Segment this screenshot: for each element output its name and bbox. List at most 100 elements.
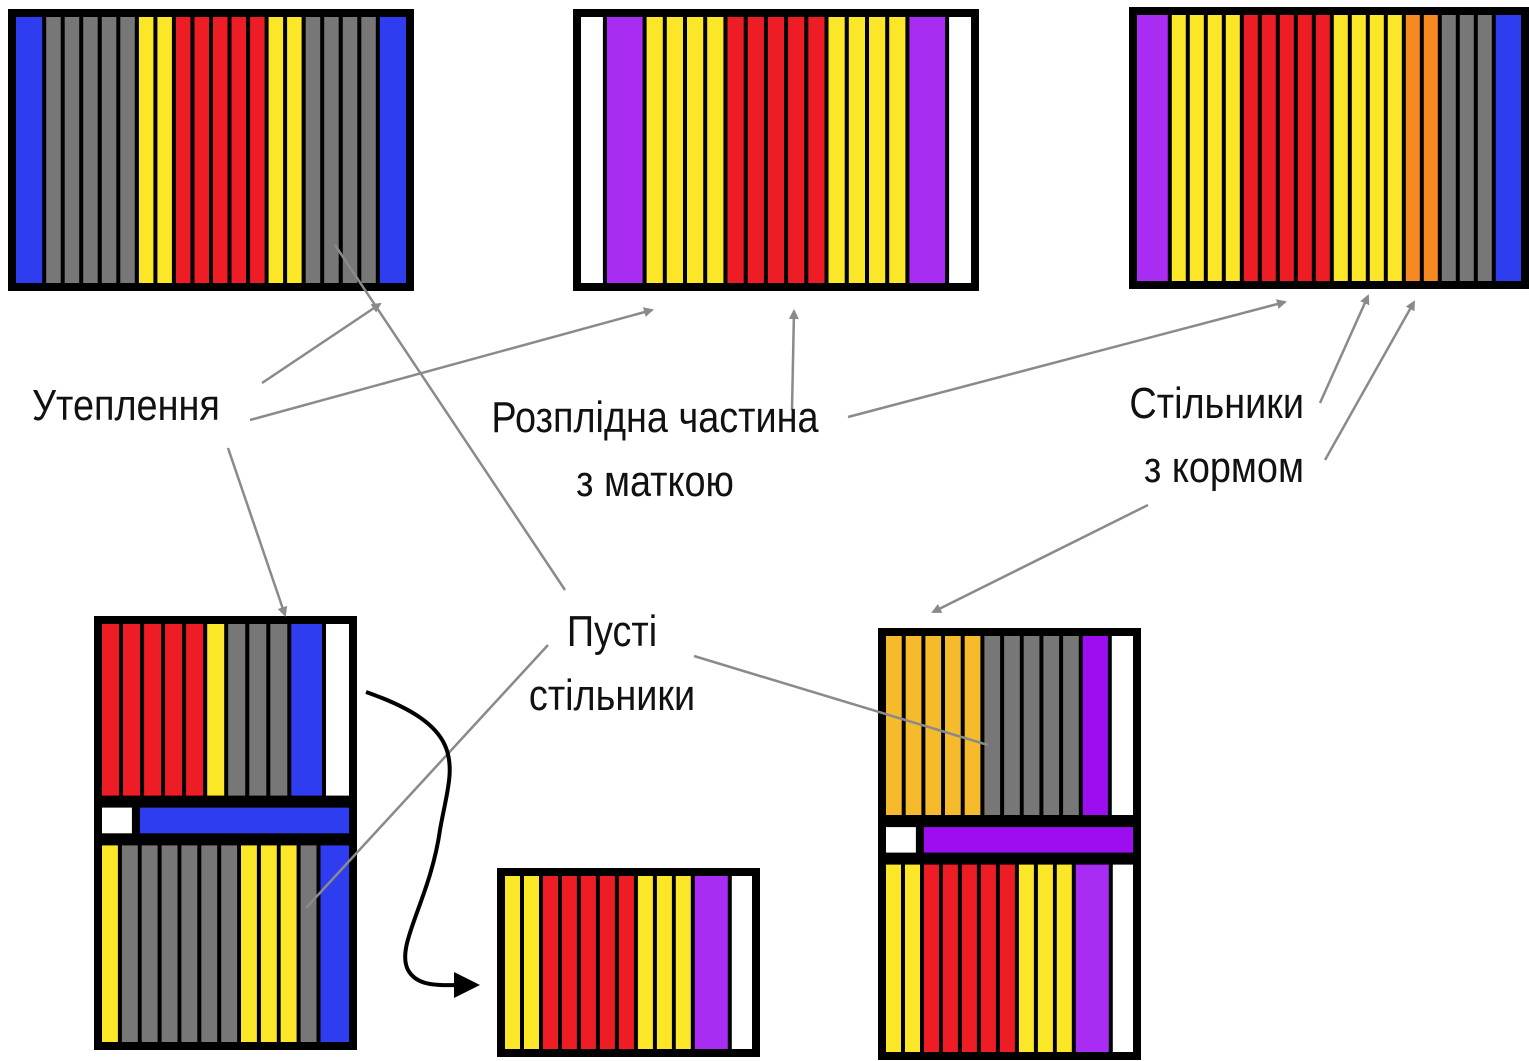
- comb-frame-gray: [342, 17, 358, 283]
- comb-frame-red: [599, 876, 615, 1049]
- comb-frame-yellow: [505, 876, 520, 1049]
- arrow-empty-to-bottom-right: [693, 654, 989, 747]
- comb-frame-yellow: [869, 17, 886, 283]
- pointer-arrows: [226, 244, 1416, 999]
- comb-frame-red: [788, 17, 805, 283]
- comb-frame-red: [980, 864, 996, 1052]
- comb-frame-yellow: [886, 864, 901, 1052]
- comb-frame-gray: [1477, 15, 1492, 281]
- comb-frame-yellow: [666, 17, 683, 283]
- comb-frame-yellow: [280, 845, 297, 1042]
- comb-frame-red: [561, 876, 577, 1049]
- comb-frame-blue: [291, 624, 322, 796]
- comb-frame-orange: [1423, 15, 1438, 281]
- comb-frame-yellow: [241, 845, 257, 1042]
- comb-frame-red: [1279, 15, 1294, 281]
- comb-frame-red: [123, 624, 140, 796]
- comb-frame-white: [886, 827, 916, 853]
- arrow-food-to-top-right-b: [1323, 300, 1416, 461]
- comb-frame-gray: [161, 845, 178, 1042]
- comb-frame-yellow: [687, 17, 704, 283]
- comb-frame-gray: [64, 17, 80, 283]
- comb-frame-yellow: [1207, 15, 1222, 281]
- comb-frame-gray: [141, 845, 158, 1042]
- comb-frame-white: [581, 17, 603, 283]
- comb-frame-yellow: [646, 17, 663, 283]
- comb-frame-yellow: [157, 17, 172, 283]
- comb-frame-gray: [1063, 636, 1079, 815]
- comb-frame-yellow: [260, 845, 277, 1042]
- comb-frame-gray: [120, 17, 135, 283]
- hive-top-right: [1129, 7, 1529, 289]
- comb-frame-purple: [694, 876, 728, 1049]
- comb-frame-red: [175, 17, 191, 283]
- comb-frame-red: [213, 17, 228, 283]
- comb-frame-gold: [905, 636, 922, 815]
- comb-frame-white: [949, 17, 971, 283]
- comb-frame-yellow: [1369, 15, 1384, 281]
- comb-frame-gray: [121, 845, 138, 1042]
- comb-frame-gold: [925, 636, 942, 815]
- comb-frame-gray: [201, 845, 218, 1042]
- hive-top-left: [8, 9, 414, 291]
- comb-frame-yellow: [707, 17, 724, 283]
- comb-frame-red: [924, 864, 939, 1052]
- comb-frame-yellow: [1387, 15, 1402, 281]
- comb-frame-gray: [300, 845, 317, 1042]
- comb-frame-white: [326, 624, 349, 796]
- label-brood-line1: Розплідна частина: [491, 393, 819, 442]
- hive-top-middle: [573, 9, 979, 291]
- comb-frame-red: [767, 17, 785, 283]
- comb-frame-red: [999, 864, 1015, 1052]
- arrow-brood-to-top-middle: [788, 309, 799, 411]
- label-food-combs: Стільники з кормом: [1080, 372, 1304, 500]
- comb-frame-gray: [305, 17, 321, 283]
- comb-frame-red: [961, 864, 977, 1052]
- comb-frame-white: [102, 807, 132, 834]
- comb-frame-white: [731, 876, 752, 1049]
- comb-frame-yellow: [905, 864, 920, 1052]
- comb-frame-violet: [1082, 636, 1108, 815]
- comb-frame-blue: [379, 17, 406, 283]
- comb-frame-gray: [1043, 636, 1060, 815]
- hive-bottom-left: [94, 616, 357, 1050]
- comb-frame-red: [727, 17, 744, 283]
- comb-frame-yellow: [1037, 864, 1053, 1052]
- comb-frame-purple: [606, 17, 643, 283]
- arrow-brood-to-top-right: [847, 299, 1287, 419]
- comb-frame-white: [1111, 636, 1133, 815]
- comb-frame-orange: [1405, 15, 1420, 281]
- arrow-empty-to-top-left: [333, 244, 567, 591]
- comb-frame-gray: [1459, 15, 1474, 281]
- comb-frame-purple: [1075, 864, 1109, 1052]
- comb-frame-yellow: [889, 17, 906, 283]
- arrow-food-to-top-right-a: [1318, 294, 1370, 404]
- comb-frame-yellow: [1225, 15, 1240, 281]
- comb-frame-red: [165, 624, 183, 796]
- comb-frame-yellow: [656, 876, 672, 1049]
- comb-frame-yellow: [1351, 15, 1366, 281]
- comb-frame-yellow: [287, 17, 302, 283]
- comb-frame-gold: [945, 636, 961, 815]
- comb-frame-gray: [1023, 636, 1040, 815]
- comb-frame-red: [747, 17, 764, 283]
- comb-frame-red: [186, 624, 204, 796]
- comb-frame-gray: [1441, 15, 1456, 281]
- comb-frame-gray: [324, 17, 339, 283]
- label-food-line2: з кормом: [1143, 443, 1304, 492]
- comb-frame-red: [808, 17, 825, 283]
- comb-frame-violet: [923, 827, 1133, 853]
- comb-frame-yellow: [102, 845, 118, 1042]
- comb-frame-blue: [16, 17, 43, 283]
- label-empty-line2: стільники: [528, 671, 696, 720]
- comb-frame-gray: [83, 17, 98, 283]
- comb-frame-gray: [1004, 636, 1020, 815]
- hive-bottom-right: [878, 628, 1141, 1060]
- comb-frame-yellow: [1171, 15, 1186, 281]
- comb-frame-yellow: [524, 876, 539, 1049]
- hives-layer: [8, 7, 1529, 1060]
- comb-frame-gold: [886, 636, 902, 815]
- comb-frame-red: [942, 864, 958, 1052]
- comb-frame-red: [580, 876, 596, 1049]
